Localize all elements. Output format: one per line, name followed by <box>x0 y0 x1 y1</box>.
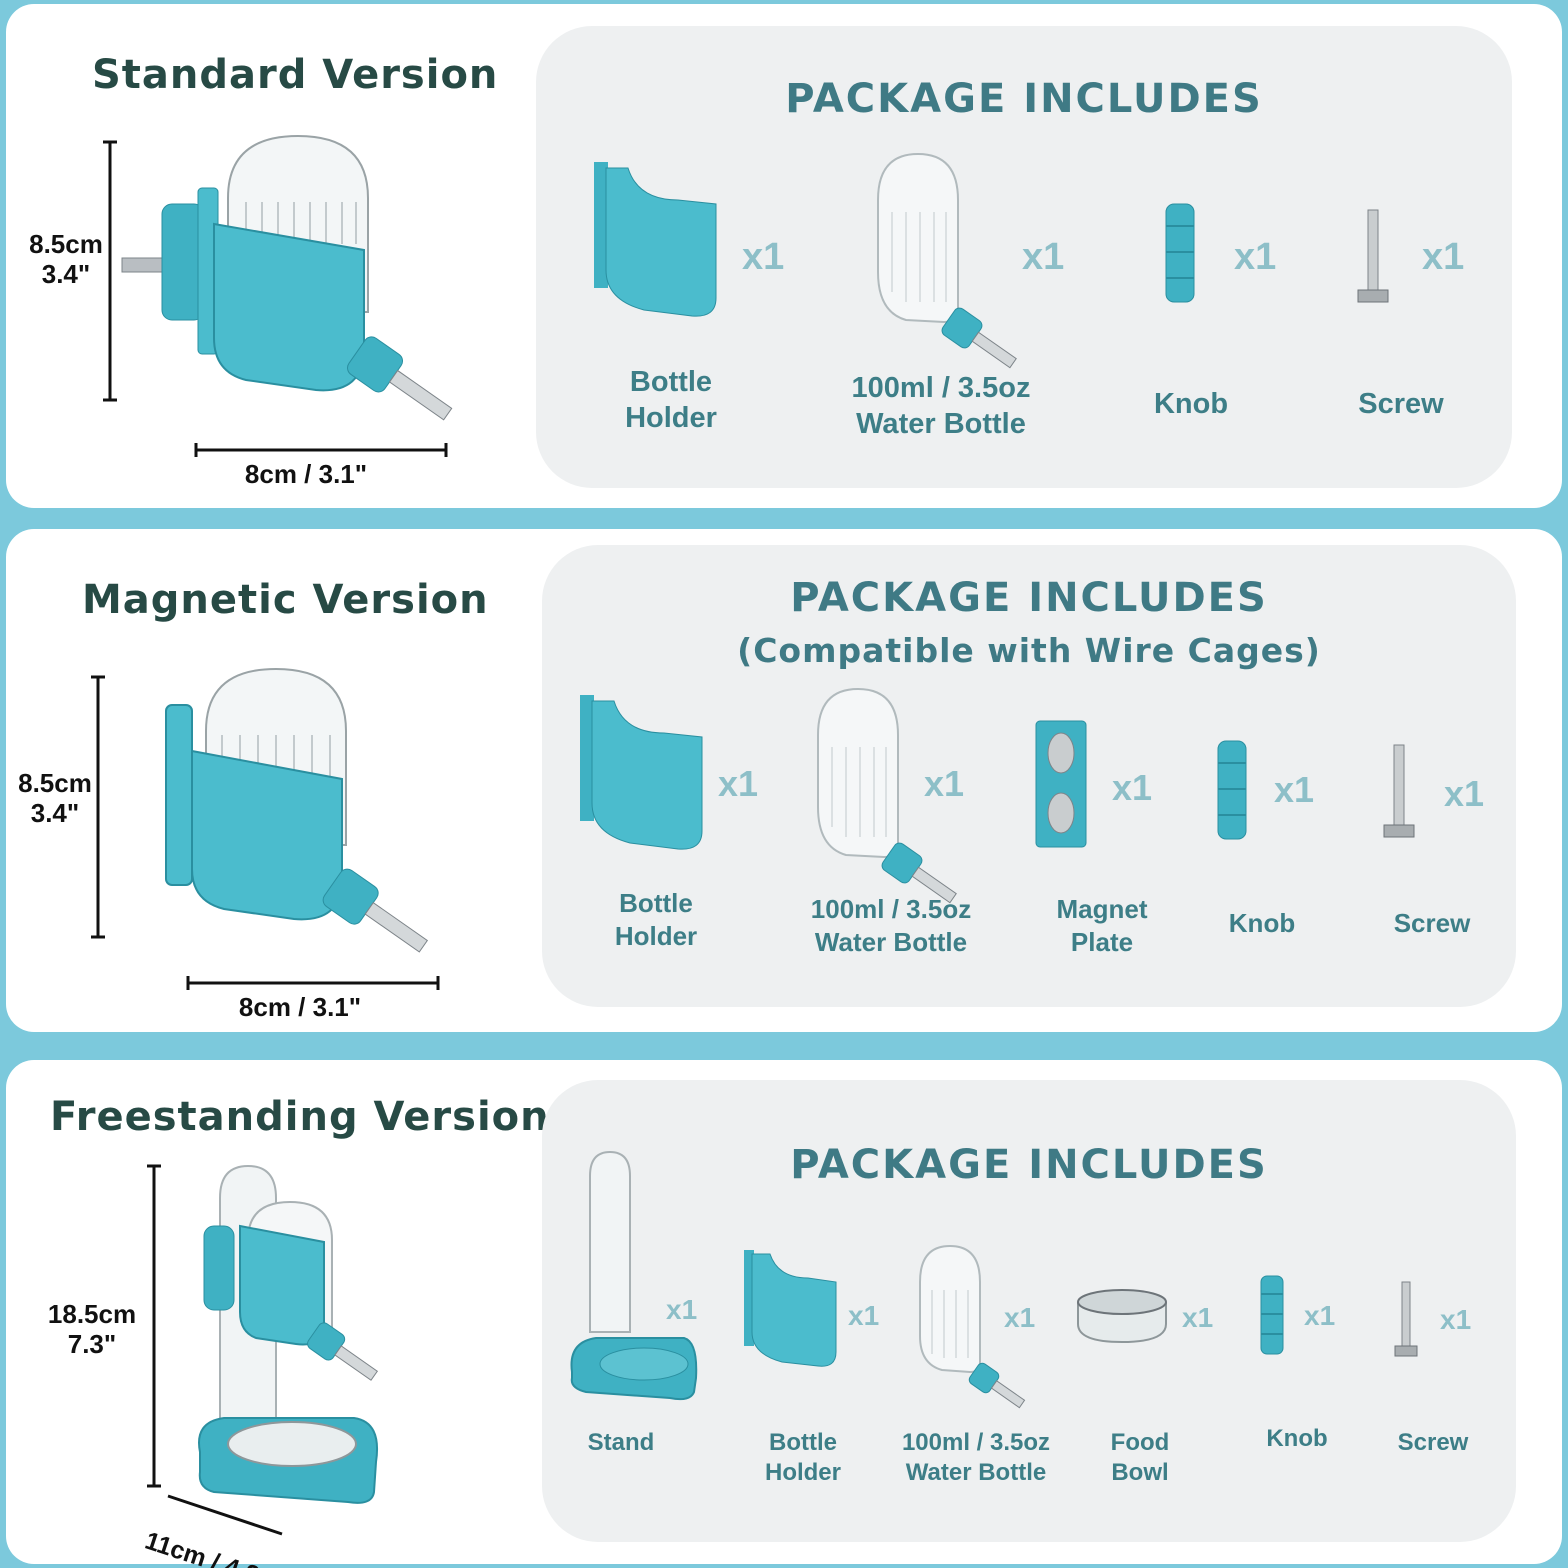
magnetic-item-label: Knob <box>1228 908 1296 938</box>
magnetic-item-label: Magnet Plate <box>1056 894 1148 957</box>
knob-icon <box>1217 740 1247 840</box>
freestanding-item-qty: x1 <box>1440 1304 1472 1335</box>
standard-package-panel: PACKAGE INCLUDES x1 Bottle Holder x1 100… <box>536 26 1512 488</box>
magnetic-version-section: Magnetic Version 8.5cm 3.4" 8cm / 3.1" P… <box>6 529 1562 1032</box>
freestanding-item-qty: x1 <box>1004 1302 1036 1333</box>
bottle-holder-icon <box>594 162 717 317</box>
freestanding-item-qty: x1 <box>1182 1302 1214 1333</box>
freestanding-stand-illustration <box>147 1164 379 1536</box>
freestanding-package-panel: PACKAGE INCLUDES x1 Stand x1 Bottle Hold… <box>542 1080 1516 1542</box>
magnetic-height-dimension: 8.5cm 3.4" <box>18 768 92 828</box>
standard-item-qty: x1 <box>1422 236 1465 278</box>
standard-version-title: Standard Version <box>92 52 499 98</box>
magnetic-package-panel: PACKAGE INCLUDES (Compatible with Wire C… <box>542 545 1516 1007</box>
freestanding-item-label: Knob <box>1266 1425 1328 1452</box>
bottle-holder-icon <box>580 695 703 850</box>
standard-package-title: PACKAGE INCLUDES <box>785 76 1263 122</box>
magnetic-item-label: Bottle Holder <box>614 888 698 951</box>
standard-item-qty: x1 <box>742 236 785 278</box>
magnetic-item-qty: x1 <box>718 763 759 804</box>
freestanding-item-label: Food Bowl <box>1110 1429 1170 1486</box>
freestanding-item-label: Bottle Holder <box>764 1429 841 1486</box>
water-bottle-icon <box>919 1244 1026 1409</box>
magnetic-package-title: PACKAGE INCLUDES <box>790 575 1268 621</box>
freestanding-height-dimension: 18.5cm 7.3" <box>47 1299 137 1359</box>
freestanding-package-title: PACKAGE INCLUDES <box>790 1142 1268 1188</box>
standard-height-dimension: 8.5cm 3.4" <box>29 229 103 289</box>
freestanding-item-qty: x1 <box>848 1300 880 1331</box>
standard-item-qty: x1 <box>1234 236 1277 278</box>
magnetic-width-dimension: 8cm / 3.1" <box>238 992 362 1022</box>
freestanding-item-label: Screw <box>1397 1429 1469 1456</box>
magnetic-version-title: Magnetic Version <box>82 577 489 623</box>
standard-item-label: Screw <box>1358 388 1444 420</box>
freestanding-version-title: Freestanding Version <box>50 1094 550 1140</box>
magnetic-bottle-illustration <box>91 667 440 990</box>
magnetic-item-label: Screw <box>1393 908 1471 938</box>
standard-version-section: Standard Version 8.5cm 3.4" 8cm / 3.1" <box>6 4 1562 508</box>
standard-item-label: 100ml / 3.5oz Water Bottle <box>851 372 1031 441</box>
screw-icon <box>1357 209 1389 303</box>
standard-bottle-illustration <box>103 134 453 457</box>
standard-item-label: Knob <box>1153 388 1229 420</box>
screw-icon <box>1394 1281 1418 1357</box>
screw-icon <box>1383 744 1415 838</box>
magnetic-item-qty: x1 <box>1112 767 1153 808</box>
bottle-holder-icon <box>744 1250 837 1367</box>
standard-item-label: Bottle Holder <box>625 366 717 435</box>
knob-icon <box>1165 203 1195 303</box>
water-bottle-icon <box>877 152 1017 369</box>
magnetic-item-qty: x1 <box>924 763 965 804</box>
magnet-plate-icon <box>1035 720 1087 848</box>
magnetic-item-label: 100ml / 3.5oz Water Bottle <box>810 894 972 957</box>
magnetic-item-qty: x1 <box>1444 773 1485 814</box>
knob-icon <box>1260 1275 1284 1355</box>
standard-width-dimension: 8cm / 3.1" <box>244 459 368 489</box>
stand-icon <box>570 1150 698 1401</box>
magnetic-package-subtitle: (Compatible with Wire Cages) <box>737 631 1321 670</box>
freestanding-item-qty: x1 <box>666 1294 698 1325</box>
standard-item-qty: x1 <box>1022 236 1065 278</box>
freestanding-version-section: Freestanding Version 18.5cm 7.3" 11cm / … <box>6 1060 1562 1568</box>
food-bowl-icon <box>1077 1289 1167 1344</box>
magnetic-item-qty: x1 <box>1274 769 1315 810</box>
freestanding-item-label: Stand <box>587 1429 655 1456</box>
water-bottle-icon <box>817 687 957 904</box>
freestanding-item-label: 100ml / 3.5oz Water Bottle <box>901 1429 1051 1486</box>
freestanding-item-qty: x1 <box>1304 1300 1336 1331</box>
